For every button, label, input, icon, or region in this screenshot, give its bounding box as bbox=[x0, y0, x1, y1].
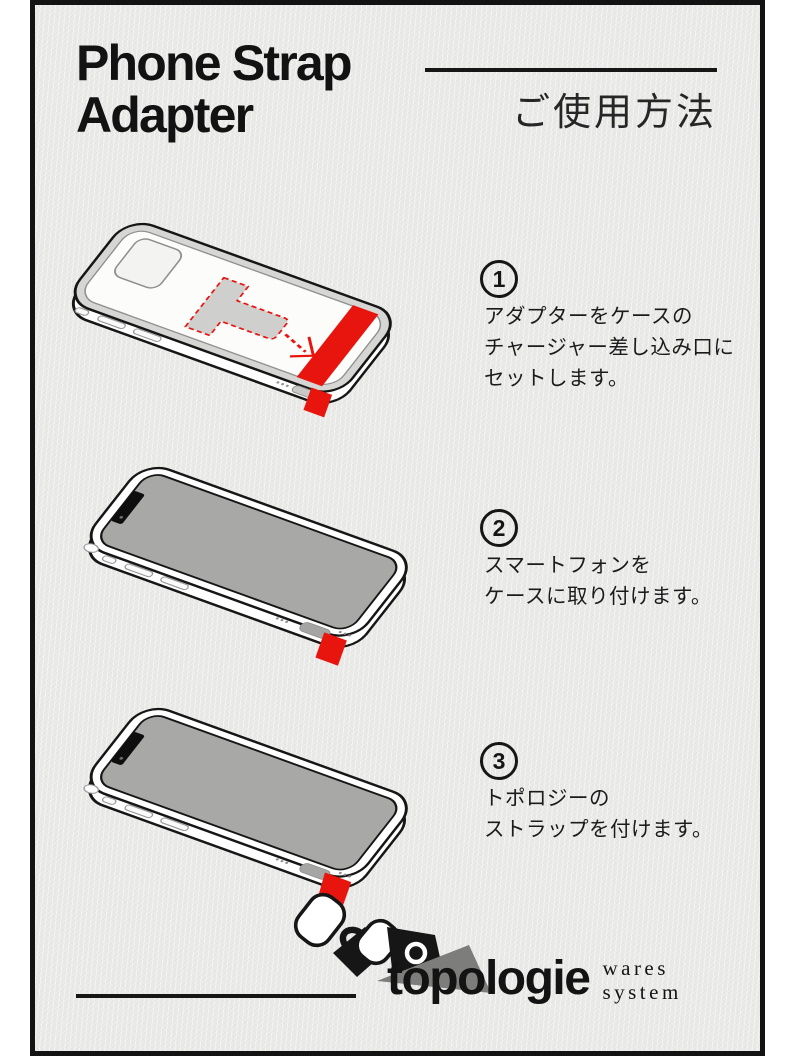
page-title-line1: Phone Strap bbox=[76, 35, 352, 91]
adapter-red-tab bbox=[303, 387, 333, 418]
insert-arrow-head bbox=[289, 336, 316, 358]
step1-instruction: アダプターをケースの チャージャー差し込み口に セットします。 bbox=[484, 301, 734, 394]
adapter-t-shape bbox=[184, 276, 289, 340]
screen-notch bbox=[111, 491, 145, 524]
screen-notch bbox=[111, 732, 145, 765]
brand-lockup: topologie wares system bbox=[387, 953, 682, 1004]
step2-phone-front-illustration bbox=[83, 466, 408, 666]
insert-arrow-shaft bbox=[284, 333, 307, 353]
step1-phone-case-illustration bbox=[71, 222, 392, 418]
step1-line3: セットします。 bbox=[484, 367, 629, 391]
brand-sub-line2: system bbox=[602, 979, 682, 1004]
step3-instruction: トポロジーの ストラップを付けます。 bbox=[484, 783, 713, 845]
camera-cutout bbox=[114, 238, 183, 289]
step3-line1: トポロジーの bbox=[484, 787, 610, 810]
step1-number-badge: 1 bbox=[480, 260, 518, 298]
step2-number-badge: 2 bbox=[480, 509, 518, 547]
adapter-red-tab bbox=[315, 632, 347, 666]
brand-sub-text: wares system bbox=[602, 956, 682, 1004]
strap-hardware bbox=[293, 892, 491, 993]
strap-band bbox=[377, 945, 491, 993]
step1-line1: アダプターをケースの bbox=[484, 305, 693, 328]
header-rule bbox=[425, 68, 717, 72]
strap-d-ring bbox=[293, 892, 347, 948]
page-title: Phone Strap Adapter bbox=[76, 35, 352, 143]
page-title-line2: Adapter bbox=[76, 86, 254, 143]
step2-line1: スマートフォンを bbox=[484, 554, 652, 577]
subtitle-japanese: ご使用方法 bbox=[511, 92, 717, 134]
brand-sub-line1: wares bbox=[602, 956, 669, 980]
step3-line2: ストラップを付けます。 bbox=[484, 818, 713, 842]
footer-rule bbox=[76, 994, 356, 998]
step3-phone-strap-illustration bbox=[83, 707, 491, 993]
step2-instruction: スマートフォンを ケースに取り付けます。 bbox=[484, 550, 712, 612]
adapter-seated-strip bbox=[296, 305, 379, 387]
step2-line2: ケースに取り付けます。 bbox=[484, 585, 712, 609]
instruction-sheet: Phone Strap Adapter ご使用方法 bbox=[30, 0, 765, 1056]
step3-number-badge: 3 bbox=[480, 742, 518, 780]
step1-line2: チャージャー差し込み口に bbox=[484, 336, 735, 360]
brand-logo-text: topologie bbox=[387, 951, 591, 1005]
